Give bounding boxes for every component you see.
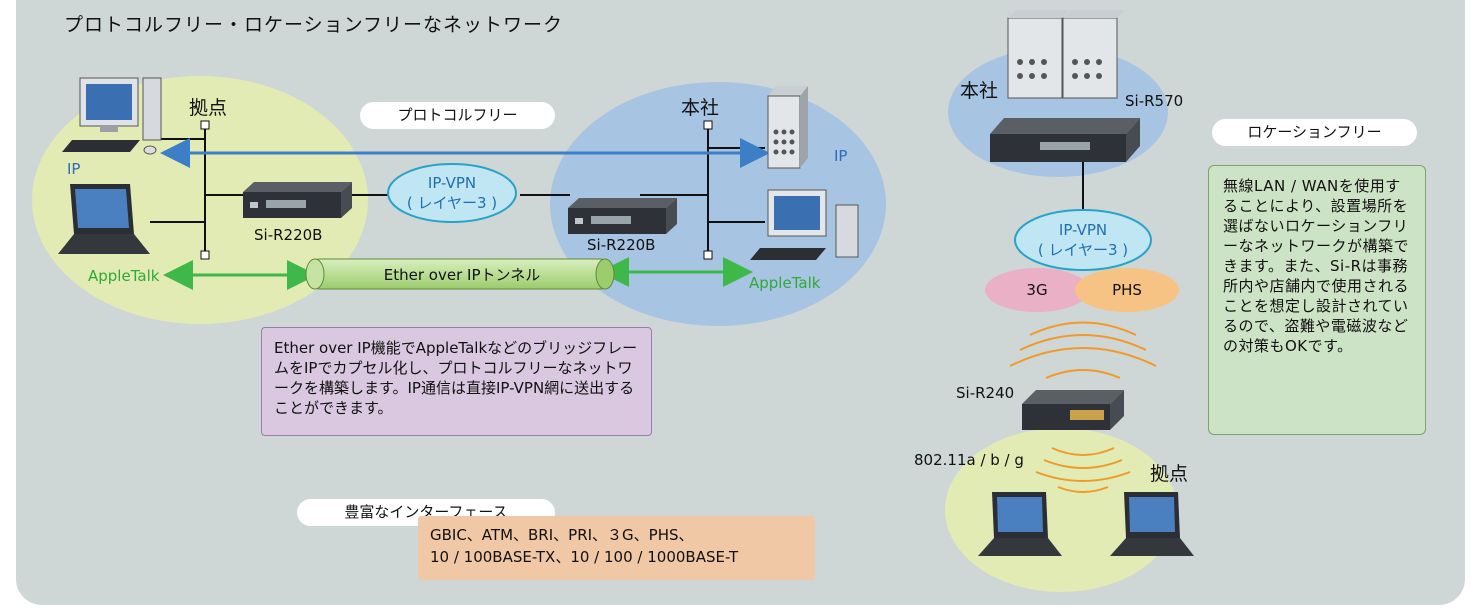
interfaces-note: GBIC、ATM、BRI、PRI、３G、PHS、 10 / 100BASE-TX… [418,516,815,580]
vpn-label-right-line1: IP-VPN [1058,221,1108,239]
workstation-icon [750,189,859,260]
server-pair-icon [1007,10,1125,99]
router-label-right: Si-R220B [587,236,656,254]
tag-phs-shape [1075,268,1179,312]
wireless-waves-lower [1035,447,1131,493]
laptop-right-2-icon [1110,492,1194,556]
wireless-standard-label: 802.11a / b / g [914,451,1024,469]
vpn-label-left: IP-VPN ( レイヤー3 ) [392,173,512,213]
ether-over-ip-tunnel [305,258,615,290]
tag-3g: 3G [1026,281,1048,299]
router-label-si-r240: Si-R240 [956,384,1015,402]
diagram-title: プロトコルフリー・ロケーションフリーなネットワーク [64,14,564,36]
location-free-note: 無線LAN / WANを使用することにより、設置場所を選ばないロケーションフリー… [1208,165,1426,435]
vpn-label-left-line2: ( レイヤー3 ) [406,194,498,212]
vpn-oval-right [1014,209,1152,271]
location-free-pill: ロケーションフリー [1212,119,1417,146]
interfaces-line2: 10 / 100BASE-TX、10 / 100 / 1000BASE-T [430,548,739,566]
router-si-r220b-right-icon [568,198,677,234]
vpn-label-right: IP-VPN ( レイヤー3 ) [1022,220,1144,260]
tag-3g-shape [985,268,1089,312]
tunnel-label: Ether over IPトンネル [383,266,541,284]
router-label-left: Si-R220B [254,226,323,244]
vpn-label-right-line2: ( レイヤー3 ) [1037,241,1129,259]
hq-label-right: 本社 [960,80,999,102]
site-label-right: 拠点 [1150,463,1189,485]
appletalk-label-right: AppleTalk [749,274,821,292]
interfaces-line1: GBIC、ATM、BRI、PRI、３G、PHS、 [430,526,694,544]
site-label-left: 拠点 [189,97,228,119]
router-si-r240-icon [1022,390,1124,430]
server-tower-icon [767,86,808,169]
tag-phs: PHS [1112,281,1142,299]
appletalk-label-left: AppleTalk [88,267,160,285]
protocol-free-pill: プロトコルフリー [360,102,555,129]
wireless-waves-upper [1009,321,1157,379]
ip-label-right: IP [834,147,848,165]
router-si-r220b-left-icon [243,182,352,218]
vpn-oval-left [387,163,517,223]
laptop-right-1-icon [978,492,1062,556]
laptop-left-icon [58,184,150,254]
router-label-si-r570: Si-R570 [1125,92,1184,110]
hq-label-left: 本社 [681,97,720,119]
router-si-r570-icon [990,118,1140,162]
protocol-free-note: Ether over IP機能でAppleTalkなどのブリッジフレームをIPで… [261,327,652,436]
ip-label-left: IP [67,160,81,178]
vpn-label-left-line1: IP-VPN [427,174,477,192]
desktop-pc-icon [62,77,162,155]
